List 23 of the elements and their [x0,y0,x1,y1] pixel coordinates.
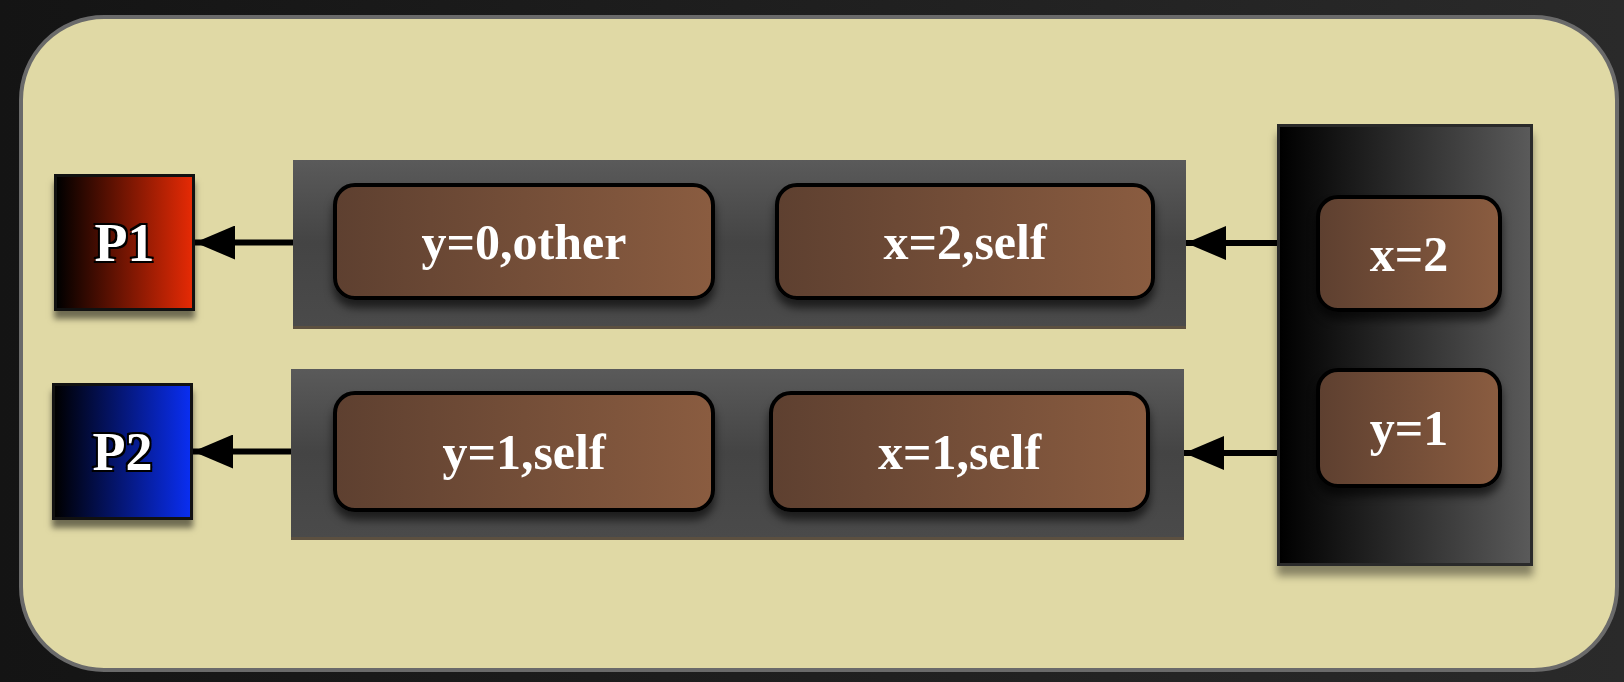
arrow [195,225,293,260]
node-label: x=1,self [877,422,1042,481]
arrow [1184,436,1277,470]
node-label: y=1,self [442,422,606,481]
message-box [1316,195,1502,312]
message-box [769,391,1150,512]
process-box [54,174,195,311]
queue-bar [291,369,1184,537]
node-label: y=1 [1369,399,1449,457]
node-label: P1 [94,211,155,274]
node-label: y=0,other [421,212,627,271]
node-label: x=2 [1369,224,1449,283]
arrow [1186,226,1277,260]
message-box [775,183,1155,300]
process-box [52,383,193,520]
message-box [333,391,715,512]
node-label: P2 [92,420,153,483]
node-label: x=2,self [883,212,1047,271]
queue-bar [293,160,1186,326]
message-box [333,183,715,300]
arrow [193,434,291,469]
message-box [1316,368,1502,488]
message-panel [1277,124,1533,566]
